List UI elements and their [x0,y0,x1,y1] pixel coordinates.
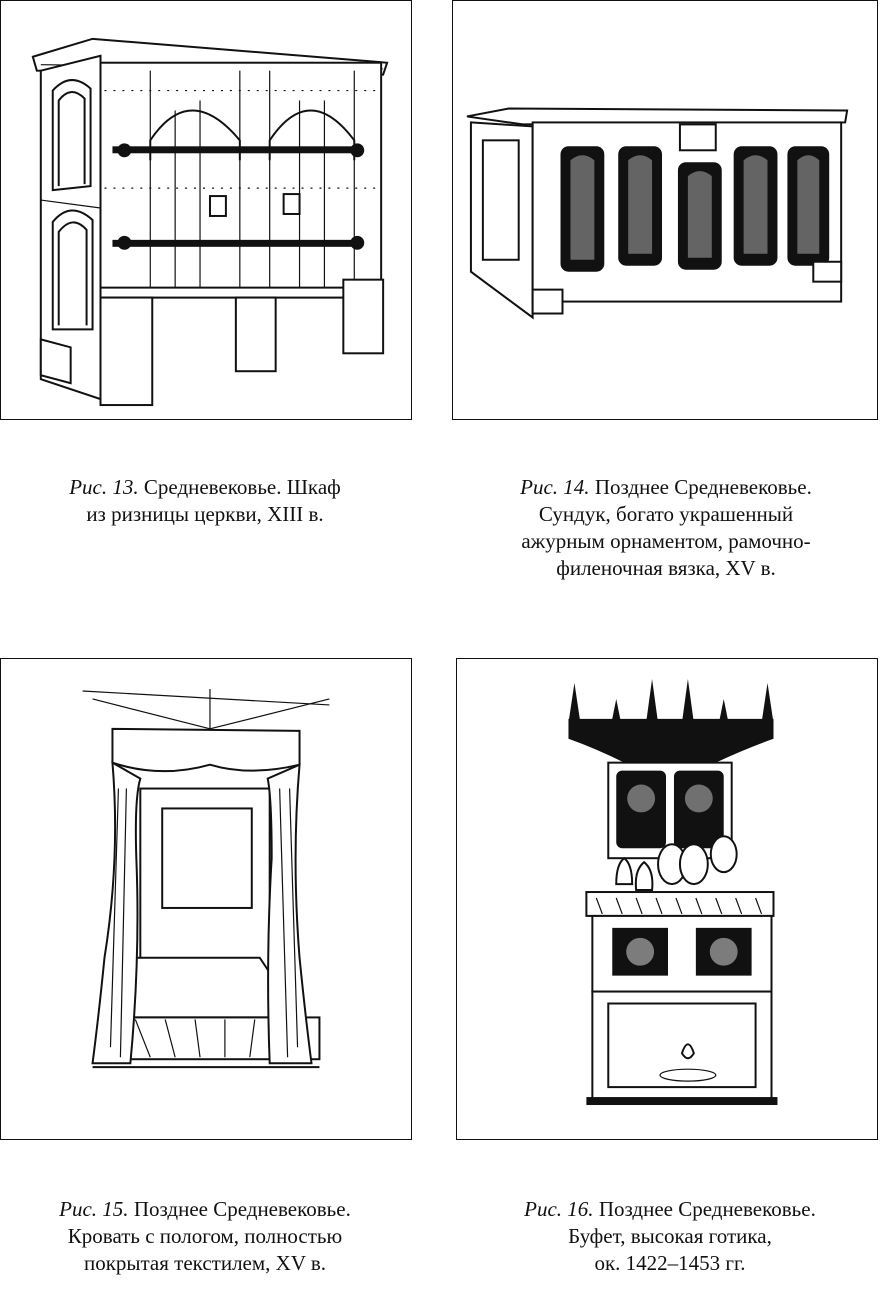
caption-text: из ризницы церкви, XIII в. [86,502,324,526]
caption-line: Рис. 15. Позднее Средневековье. [20,1196,390,1223]
figure-label: Рис. 15. [59,1197,129,1221]
figure-label: Рис. 16. [524,1197,594,1221]
figure-15-caption: Рис. 15. Позднее Средневековье. Кровать … [20,1196,390,1277]
caption-line: Рис. 16. Позднее Средневековье. [476,1196,864,1223]
gothic-buffet-icon [568,679,778,1106]
figure-label: Рис. 13. [69,475,139,499]
figure-15-frame [0,658,412,1140]
figure-14-caption: Рис. 14. Позднее Средневековье. Сундук, … [470,474,862,582]
caption-line: Рис. 13. Средневековье. Шкаф [20,474,390,501]
figure-14-frame [452,0,878,420]
caption-text: Позднее Средневековье. [133,1197,351,1221]
figure-label: Рис. 14. [520,475,590,499]
figure-16-caption: Рис. 16. Позднее Средневековье. Буфет, в… [476,1196,864,1277]
canopy-bed-icon [82,689,330,1069]
carved-chest-icon [466,107,849,320]
figure-16-frame [456,658,878,1140]
caption-text: покрытая текстилем, XV в. [83,1251,327,1275]
caption-text: ок. 1422–1453 гг. [594,1251,746,1275]
gothic-cupboard-icon [31,37,389,407]
caption-line: Рис. 14. Позднее Средневековье. [470,474,862,501]
caption-text: Сундук, богато украшенный [538,502,794,526]
caption-text: Позднее Средневековье. [598,1197,816,1221]
caption-text: филеночная вязка, XV в. [556,556,776,580]
caption-text: Буфет, высокая готика, [568,1224,772,1248]
caption-text: Кровать с пологом, полностью [67,1224,343,1248]
figure-13-frame [0,0,412,420]
figure-13-caption: Рис. 13. Средневековье. Шкаф из ризницы … [20,474,390,528]
caption-text: ажурным орнаментом, рамочно- [521,529,811,553]
caption-text: Позднее Средневековье. [594,475,812,499]
caption-text: Средневековье. Шкаф [143,475,341,499]
